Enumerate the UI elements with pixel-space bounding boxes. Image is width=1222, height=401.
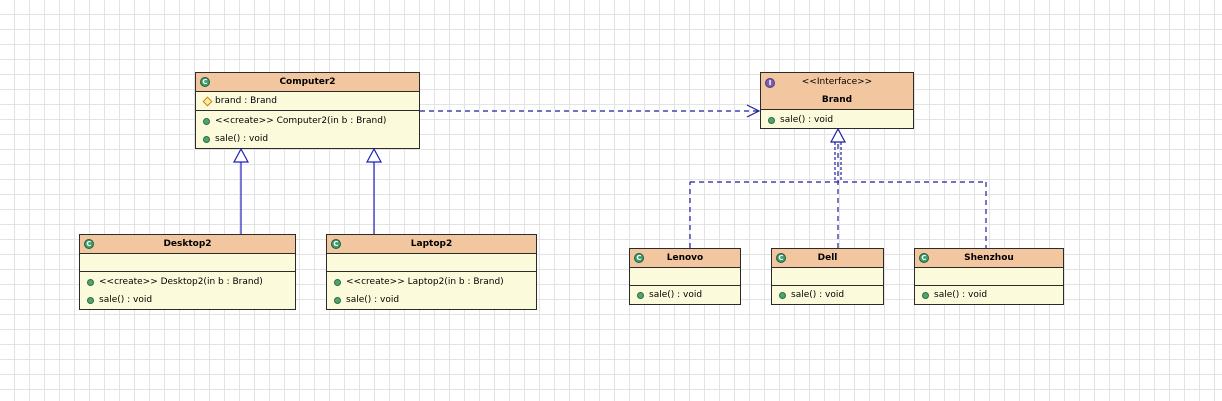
attributes-compartment: brand : Brand <box>196 92 419 111</box>
generalization-laptop2-computer2[interactable] <box>365 147 383 234</box>
realization-implementations-brand[interactable] <box>689 127 987 248</box>
operations-compartment: sale() : void <box>915 286 1063 304</box>
operation-row[interactable]: sale() : void <box>915 286 1063 304</box>
interface-brand[interactable]: I <<Interface>> Brand sale() : void <box>760 72 914 129</box>
public-method-icon <box>779 292 786 299</box>
operations-compartment: sale() : void <box>772 286 883 304</box>
class-lenovo[interactable]: C Lenovo sale() : void <box>629 248 741 305</box>
attributes-compartment <box>772 268 883 286</box>
class-laptop2-header: C Laptop2 <box>327 235 536 254</box>
class-name: Lenovo <box>666 253 704 263</box>
attribute-text: brand : Brand <box>215 96 277 106</box>
attributes-compartment <box>630 268 740 286</box>
operation-text: <<create>> Laptop2(in b : Brand) <box>346 277 504 287</box>
operations-compartment: <<create>> Laptop2(in b : Brand) sale() … <box>327 272 536 309</box>
class-c-icon: C <box>776 253 786 263</box>
class-name: Laptop2 <box>410 239 453 249</box>
operations-compartment: <<create>> Computer2(in b : Brand) sale(… <box>196 111 419 148</box>
operation-text: sale() : void <box>934 290 988 300</box>
interface-brand-header: I <<Interface>> Brand <box>761 73 913 110</box>
class-lenovo-header: C Lenovo <box>630 249 740 268</box>
public-method-icon <box>334 297 341 304</box>
class-c-icon: C <box>331 239 341 249</box>
class-c-icon: C <box>84 239 94 249</box>
public-method-icon <box>768 117 775 124</box>
operation-text: sale() : void <box>649 290 703 300</box>
interface-i-icon: I <box>765 78 775 88</box>
operation-row[interactable]: sale() : void <box>196 130 419 148</box>
class-dell[interactable]: C Dell sale() : void <box>771 248 884 305</box>
operation-text: <<create>> Computer2(in b : Brand) <box>215 116 387 126</box>
operation-text: sale() : void <box>780 115 834 125</box>
operation-text: sale() : void <box>346 295 400 305</box>
operation-row[interactable]: sale() : void <box>80 291 295 309</box>
attributes-compartment <box>80 254 295 272</box>
dependency-computer2-brand[interactable] <box>420 104 761 118</box>
operation-row[interactable]: <<create>> Desktop2(in b : Brand) <box>80 273 295 291</box>
operation-row[interactable]: sale() : void <box>630 286 740 304</box>
class-laptop2[interactable]: C Laptop2 <<create>> Laptop2(in b : Bran… <box>326 234 537 310</box>
operation-row[interactable]: <<create>> Computer2(in b : Brand) <box>196 112 419 130</box>
stereotype-label: <<Interface>> <box>801 77 873 87</box>
operations-compartment: <<create>> Desktop2(in b : Brand) sale()… <box>80 272 295 309</box>
operation-row[interactable]: sale() : void <box>761 111 913 129</box>
class-name: Desktop2 <box>163 239 212 249</box>
public-method-icon <box>922 292 929 299</box>
generalization-desktop2-computer2[interactable] <box>232 147 250 234</box>
class-name: Brand <box>821 95 853 105</box>
class-c-icon: C <box>919 253 929 263</box>
class-desktop2-header: C Desktop2 <box>80 235 295 254</box>
class-shenzhou[interactable]: C Shenzhou sale() : void <box>914 248 1064 305</box>
class-name: Shenzhou <box>964 253 1014 263</box>
operation-row[interactable]: sale() : void <box>327 291 536 309</box>
operation-text: sale() : void <box>215 134 269 144</box>
attributes-compartment <box>327 254 536 272</box>
public-method-icon <box>87 279 94 286</box>
operation-text: <<create>> Desktop2(in b : Brand) <box>99 277 263 287</box>
class-c-icon: C <box>634 253 644 263</box>
operation-text: sale() : void <box>791 290 845 300</box>
class-name: Computer2 <box>279 77 336 87</box>
attributes-compartment <box>915 268 1063 286</box>
class-c-icon: C <box>200 77 210 87</box>
operations-compartment: sale() : void <box>630 286 740 304</box>
operation-row[interactable]: sale() : void <box>772 286 883 304</box>
public-method-icon <box>203 118 210 125</box>
public-method-icon <box>334 279 341 286</box>
operation-row[interactable]: <<create>> Laptop2(in b : Brand) <box>327 273 536 291</box>
public-method-icon <box>637 292 644 299</box>
public-method-icon <box>203 136 210 143</box>
public-method-icon <box>87 297 94 304</box>
class-computer2-header: C Computer2 <box>196 73 419 92</box>
attribute-row[interactable]: brand : Brand <box>196 92 419 110</box>
protected-field-icon <box>202 96 213 107</box>
operations-compartment: sale() : void <box>761 110 913 129</box>
class-name: Dell <box>817 253 838 263</box>
class-dell-header: C Dell <box>772 249 883 268</box>
class-desktop2[interactable]: C Desktop2 <<create>> Desktop2(in b : Br… <box>79 234 296 310</box>
class-computer2[interactable]: C Computer2 brand : Brand <<create>> Com… <box>195 72 420 149</box>
class-shenzhou-header: C Shenzhou <box>915 249 1063 268</box>
operation-text: sale() : void <box>99 295 153 305</box>
